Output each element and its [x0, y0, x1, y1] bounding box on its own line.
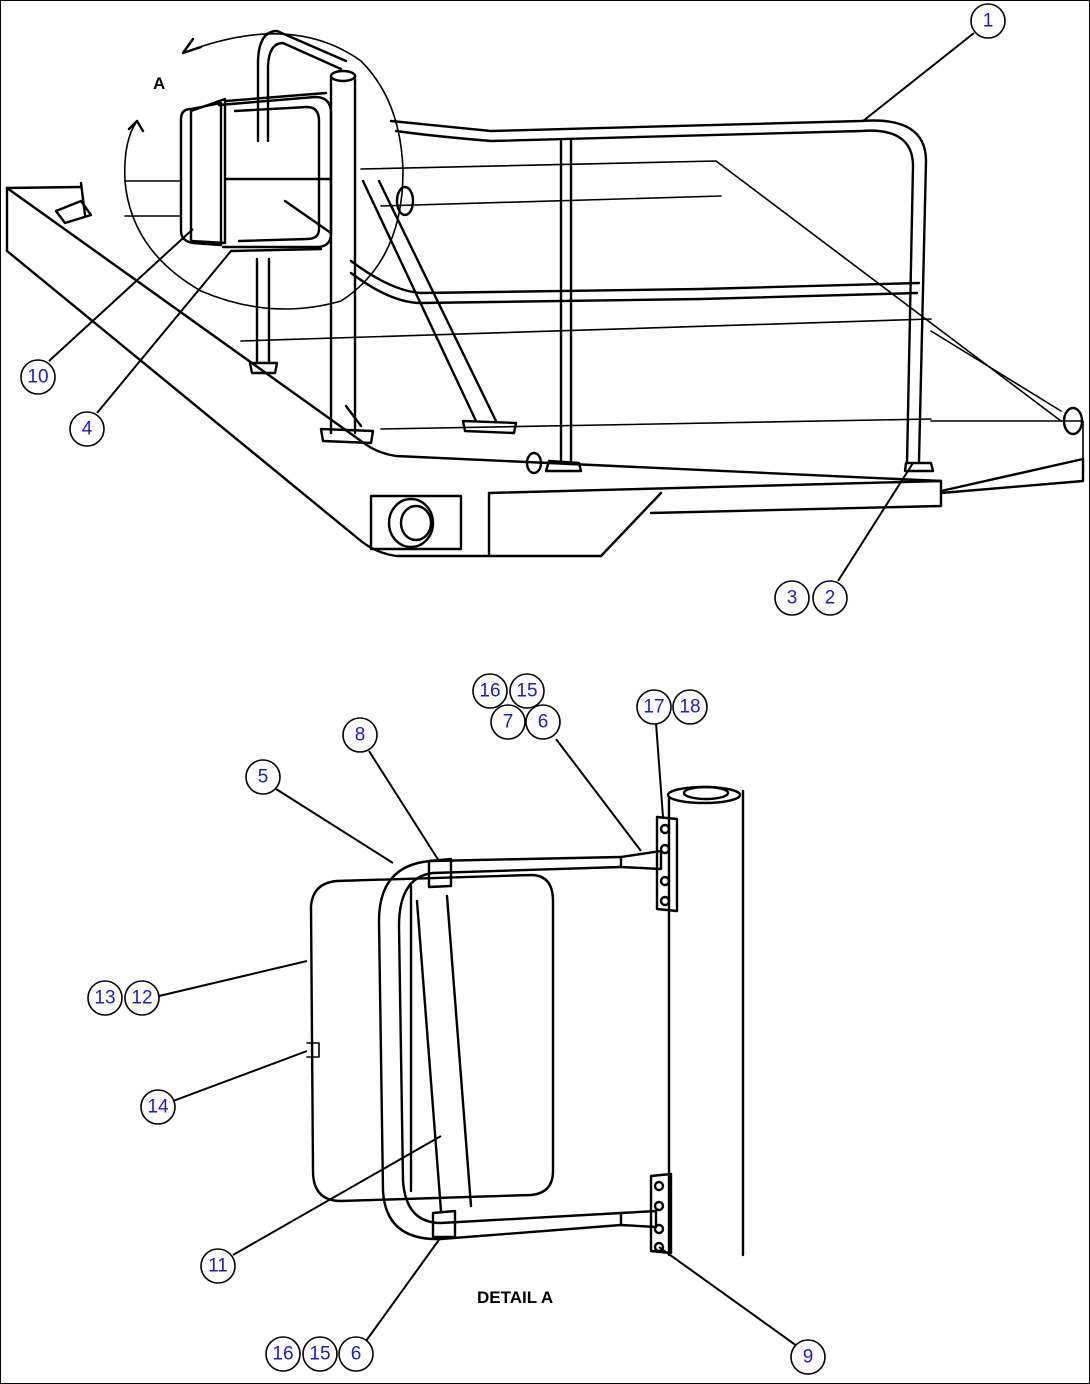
callout-16-bottom: 16	[265, 1336, 301, 1372]
callout-15-bottom: 15	[302, 1336, 338, 1372]
svg-text:10: 10	[27, 367, 48, 388]
callout-12: 12	[124, 980, 160, 1016]
svg-text:12: 12	[131, 988, 152, 1009]
detail-label: DETAIL A	[477, 1288, 553, 1307]
callout-2: 2	[812, 580, 848, 616]
svg-text:16: 16	[479, 681, 500, 702]
svg-text:15: 15	[516, 681, 537, 702]
svg-text:6: 6	[351, 1344, 362, 1365]
callout-9: 9	[790, 1339, 826, 1375]
svg-text:13: 13	[94, 988, 115, 1009]
callout-15-top: 15	[509, 673, 545, 709]
svg-text:2: 2	[825, 588, 836, 609]
svg-text:9: 9	[803, 1347, 814, 1368]
svg-text:8: 8	[355, 725, 366, 746]
svg-text:7: 7	[503, 712, 514, 733]
svg-text:4: 4	[82, 419, 93, 440]
callout-7: 7	[490, 704, 526, 740]
callout-5: 5	[245, 759, 281, 795]
svg-text:5: 5	[258, 767, 269, 788]
callout-3: 3	[774, 580, 810, 616]
svg-text:17: 17	[643, 697, 664, 718]
view-label: A	[153, 74, 165, 93]
svg-text:16: 16	[272, 1344, 293, 1365]
svg-text:3: 3	[787, 588, 798, 609]
svg-text:18: 18	[679, 697, 700, 718]
callout-13: 13	[87, 980, 123, 1016]
svg-text:1: 1	[983, 11, 994, 32]
callout-1: 1	[970, 3, 1006, 39]
detail-leaders	[158, 722, 798, 1347]
callout-6-top: 6	[525, 704, 561, 740]
callout-14: 14	[140, 1089, 176, 1125]
callout-4: 4	[69, 411, 105, 447]
callout-10: 10	[20, 359, 56, 395]
callout-18: 18	[672, 689, 708, 725]
callout-11: 11	[200, 1248, 236, 1284]
callout-8: 8	[342, 717, 378, 753]
platform-assembly	[5, 29, 1085, 558]
svg-text:14: 14	[147, 1097, 169, 1118]
callout-17: 17	[636, 689, 672, 725]
svg-text:15: 15	[309, 1344, 330, 1365]
svg-text:6: 6	[538, 712, 549, 733]
svg-text:11: 11	[208, 1256, 228, 1277]
detail-a-assembly	[306, 785, 745, 1257]
callout-16-top: 16	[472, 673, 508, 709]
callout-6-bottom: 6	[338, 1336, 374, 1372]
top-leaders	[48, 32, 975, 582]
